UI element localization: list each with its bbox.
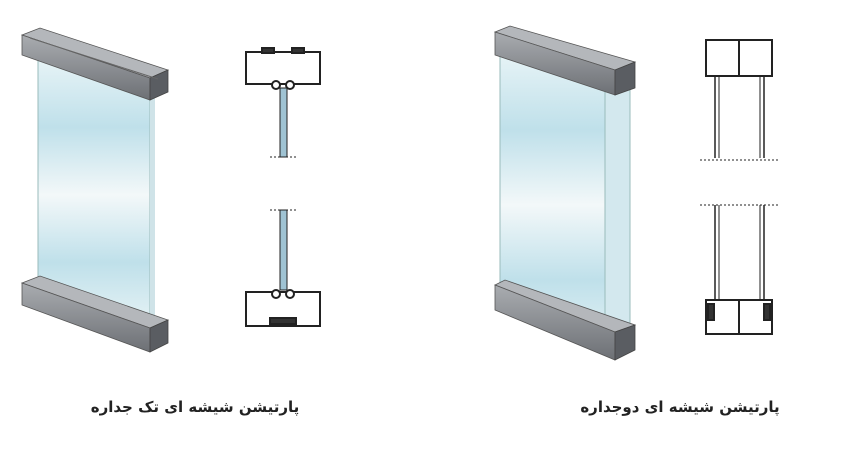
double-glazed-caption: پارتیشن شیشه ای دوجداره [580,398,780,416]
double-glazed-section-drawing [700,39,780,335]
single-glazed-section-drawing [245,47,321,327]
single-glazed-3d-view [20,27,170,353]
double-glazed-3d-view [493,25,637,361]
single-glazed-caption: پارتیشن شیشه ای تک جداره [90,398,300,416]
